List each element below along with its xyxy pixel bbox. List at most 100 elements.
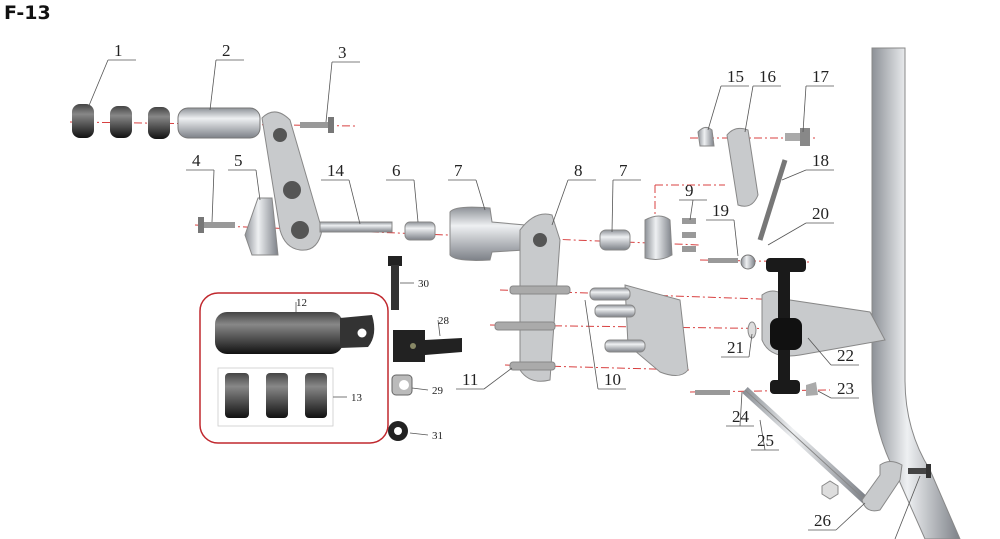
part-21-washer xyxy=(747,321,757,339)
callout-17: 17 xyxy=(802,67,834,133)
callout-16: 16 xyxy=(744,67,781,133)
part-7-bushing xyxy=(599,229,631,251)
callout-number: 17 xyxy=(812,67,830,86)
callout-number: 11 xyxy=(462,370,478,389)
callout-18: 18 xyxy=(781,151,834,181)
leader-line xyxy=(817,390,832,399)
callout-number: 19 xyxy=(712,201,729,220)
callout-number: 16 xyxy=(759,67,776,86)
leader-line xyxy=(255,169,261,201)
callout-28: 28 xyxy=(437,315,450,337)
leader-line xyxy=(739,391,743,427)
callout-7: 7 xyxy=(448,161,486,211)
callout-31: 31 xyxy=(409,430,443,442)
leader-line xyxy=(744,85,754,133)
callout-13: 13 xyxy=(333,392,363,404)
part-20-rod-end xyxy=(740,254,756,270)
part-23-nut xyxy=(806,382,818,396)
callout-3: 3 xyxy=(325,43,360,123)
callout-10: 10 xyxy=(584,299,626,390)
part-14-shaft xyxy=(319,221,393,233)
part-17-bolt xyxy=(785,128,810,146)
part-18-rod xyxy=(757,159,788,241)
part-7-spacer xyxy=(449,206,526,261)
leader-line xyxy=(689,199,694,221)
leader-line xyxy=(781,169,807,181)
leader-line xyxy=(475,179,486,211)
callout-23: 23 xyxy=(817,379,859,399)
leader-line xyxy=(209,59,217,111)
leader-line xyxy=(611,179,614,233)
callout-number: 28 xyxy=(438,315,450,327)
callout-29: 29 xyxy=(411,385,444,397)
callout-number: 13 xyxy=(351,392,363,404)
callout-1: 1 xyxy=(87,41,136,109)
callout-12: 12 xyxy=(295,297,307,312)
callout-number: 21 xyxy=(727,338,744,357)
callout-number: 29 xyxy=(432,385,444,397)
callout-9: 9 xyxy=(679,181,707,221)
callout-19: 19 xyxy=(706,201,739,257)
part-7-collar xyxy=(644,215,673,260)
part-26-nut xyxy=(821,480,839,500)
callout-25: 25 xyxy=(751,419,779,451)
callout-number: 12 xyxy=(296,297,307,309)
leader-line xyxy=(767,222,807,246)
leader-line xyxy=(835,502,866,531)
leader-line xyxy=(87,59,109,109)
leader-line xyxy=(483,367,513,390)
callout-20: 20 xyxy=(767,204,834,246)
callout-number: 20 xyxy=(812,204,829,223)
callout-22: 22 xyxy=(807,337,859,366)
leader-line xyxy=(211,169,215,223)
part-28-pin-bracket xyxy=(393,330,462,362)
leader-line xyxy=(733,219,739,257)
callout-number: 5 xyxy=(234,151,243,170)
leader-line xyxy=(802,85,807,133)
callout-15: 15 xyxy=(707,67,749,131)
callout-4: 4 xyxy=(186,151,215,223)
callout-14: 14 xyxy=(321,161,361,225)
callout-number: 30 xyxy=(418,278,430,290)
callout-26: 26 xyxy=(808,502,866,531)
leader-line xyxy=(748,333,753,358)
footpeg-kit-box xyxy=(199,292,389,444)
callout-number: 2 xyxy=(222,41,231,60)
callout-11: 11 xyxy=(456,367,513,390)
callout-number: 7 xyxy=(454,161,463,180)
leader-line xyxy=(707,85,722,131)
bolt-bottom-right xyxy=(908,464,931,478)
diagram-title: F-13 xyxy=(4,2,51,24)
callout-number: 7 xyxy=(619,161,628,180)
part-1-rubber-rings xyxy=(72,104,170,139)
callout-21: 21 xyxy=(721,333,753,358)
part-24-bolt xyxy=(695,390,730,395)
part-2-sleeve xyxy=(177,107,261,139)
callout-number: 4 xyxy=(192,151,201,170)
part-19-bolt xyxy=(708,258,738,263)
callout-number: 10 xyxy=(604,370,621,389)
leader-line xyxy=(551,179,569,226)
callout-2: 2 xyxy=(209,41,244,111)
callout-number: 25 xyxy=(757,431,774,450)
part-8-plate xyxy=(519,213,561,382)
callout-number: 18 xyxy=(812,151,829,170)
callout-7: 7 xyxy=(611,161,641,233)
callout-number: 1 xyxy=(114,41,123,60)
leader-line xyxy=(437,319,441,337)
callout-number: 31 xyxy=(432,430,443,442)
part-12-footpeg xyxy=(215,312,375,354)
part-3-bolt xyxy=(300,117,334,133)
part-5-cone xyxy=(244,197,279,256)
part-10-pins xyxy=(589,287,646,353)
leader-line xyxy=(348,179,361,225)
part-15-cap-nut xyxy=(697,126,715,147)
leader-line xyxy=(325,61,333,123)
callout-number: 6 xyxy=(392,161,401,180)
callout-number: 22 xyxy=(837,346,854,365)
callout-number: 3 xyxy=(338,43,347,62)
part-13-rubber-pads xyxy=(225,373,327,418)
leader-line xyxy=(894,475,921,539)
